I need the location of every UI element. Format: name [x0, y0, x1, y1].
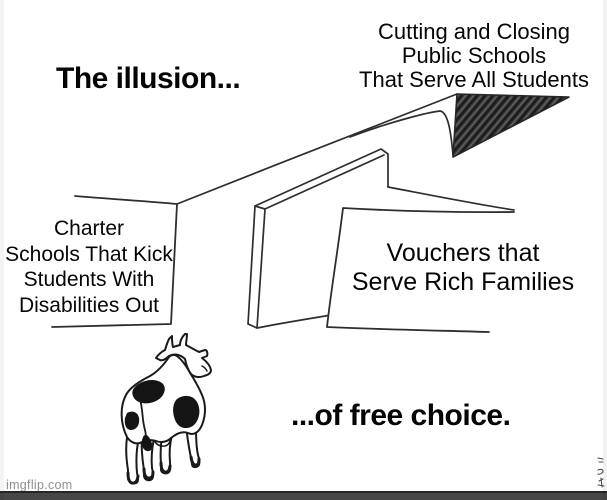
label-charter-schools: Charter Schools That Kick Students With … [4, 216, 174, 318]
cow-head [155, 333, 212, 379]
left-edge-strip [0, 0, 4, 500]
cow-tail-tuft [141, 434, 153, 452]
label-cutting-public-schools: Cutting and Closing Public Schools That … [356, 20, 592, 92]
label-vouchers: Vouchers that Serve Rich Families [344, 239, 582, 297]
cow-spot [124, 411, 140, 430]
meme-caption: ...of free choice. [291, 399, 511, 432]
label-line: Students With [23, 268, 155, 291]
meme-title: The illusion... [56, 62, 241, 95]
label-line: Vouchers that [386, 239, 540, 267]
artist-signature [597, 457, 605, 488]
imgflip-watermark: imgflip.com [6, 478, 73, 492]
label-line: Schools That Kick [5, 242, 173, 266]
label-line: Serve Rich Families [351, 268, 575, 296]
label-line: Public Schools [401, 43, 547, 68]
back-wall [176, 93, 515, 211]
label-line: Disabilities Out [18, 293, 160, 317]
cow-spot [173, 395, 200, 429]
cow-spot [132, 379, 165, 404]
bottom-bar [0, 491, 607, 500]
right-edge-strip [603, 0, 607, 500]
label-line: Cutting and Closing [377, 19, 570, 44]
label-line: That Serve All Students [359, 67, 589, 92]
label-line: Charter [53, 217, 125, 240]
middle-partition [247, 148, 389, 329]
wall-end-shading [452, 93, 570, 158]
cow-illustration [120, 333, 212, 485]
left-wall-panel [51, 195, 178, 328]
right-wall-panel [326, 207, 515, 333]
